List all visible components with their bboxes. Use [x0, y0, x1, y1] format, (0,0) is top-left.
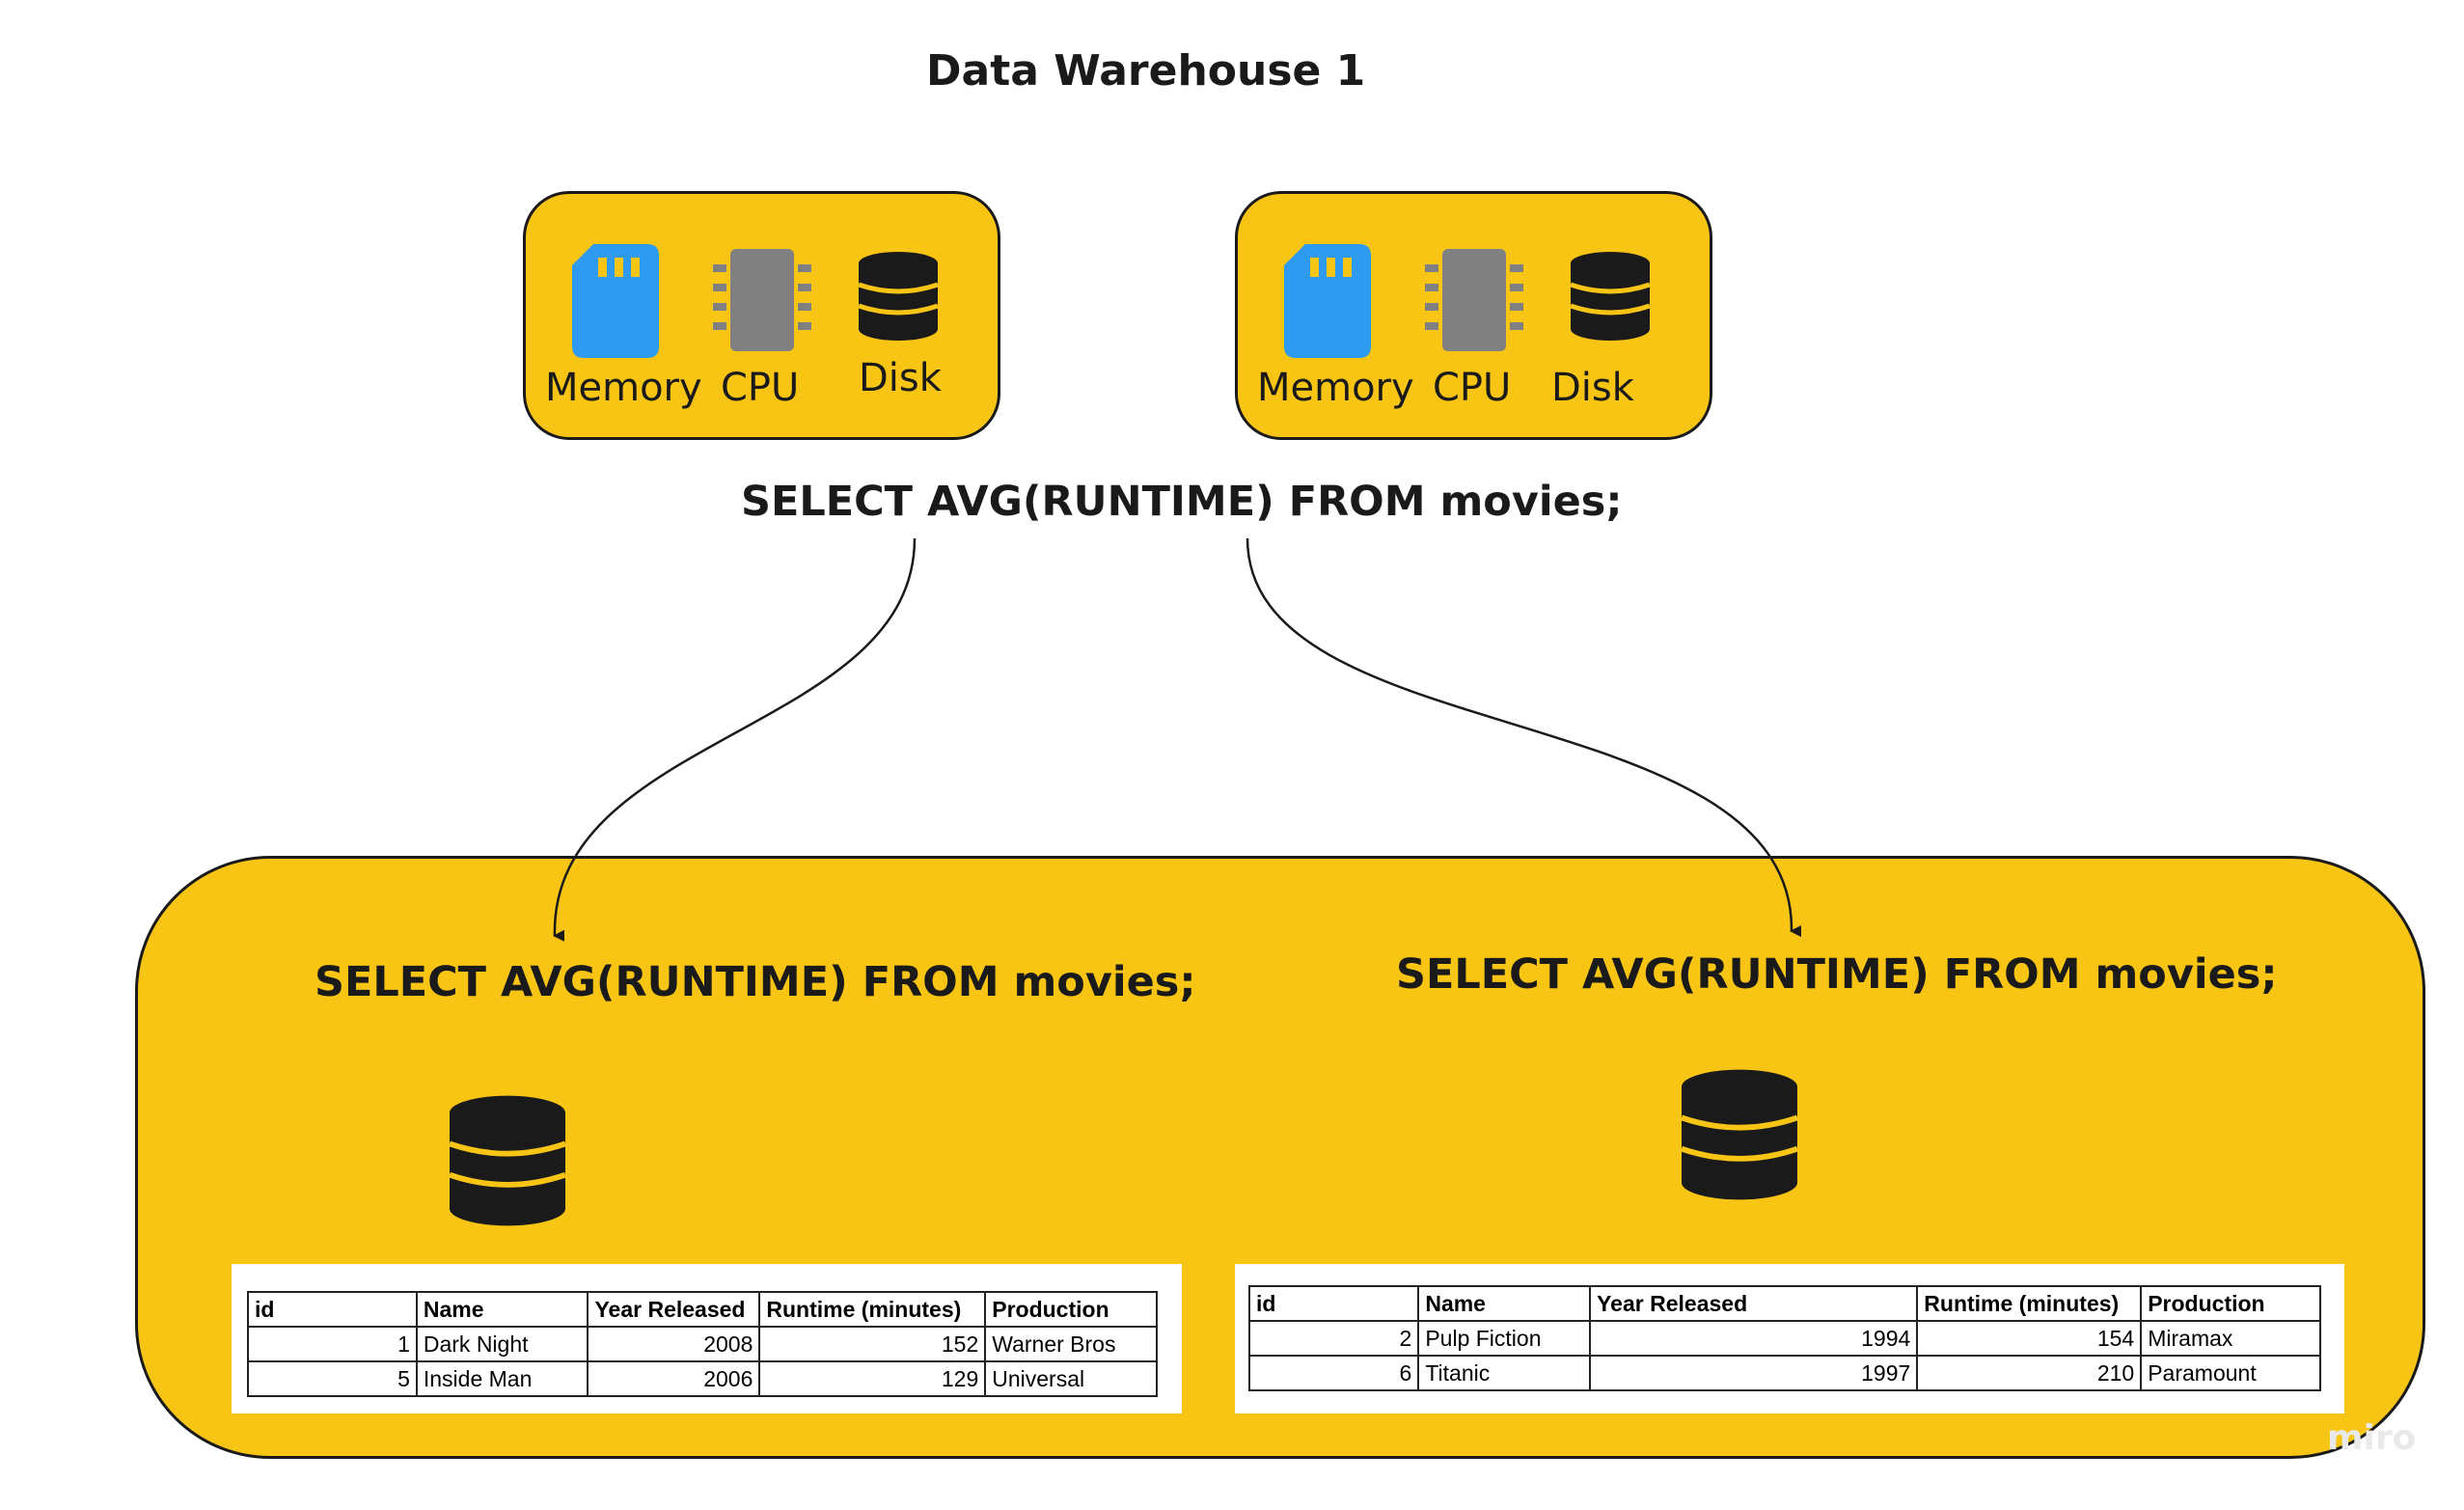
cpu-chip-icon	[713, 249, 811, 351]
partition-1-table: id Name Year Released Runtime (minutes) …	[247, 1291, 1158, 1397]
memory-label: Memory	[1257, 366, 1414, 410]
database-icon	[450, 1095, 565, 1226]
column-header: Year Released	[1589, 1285, 1919, 1322]
memory-label: Memory	[545, 366, 702, 410]
cell-production: Miramax	[2140, 1320, 2321, 1357]
column-header: Runtime (minutes)	[758, 1291, 987, 1328]
cell-year: 1994	[1589, 1320, 1919, 1357]
cell-production: Universal	[984, 1360, 1158, 1397]
arrow-to-partition-1	[553, 537, 917, 942]
database-icon	[1682, 1069, 1797, 1200]
cell-runtime: 129	[758, 1360, 987, 1397]
diagram-title: Data Warehouse 1	[926, 46, 1366, 96]
cell-name: Titanic	[1417, 1355, 1592, 1391]
cell-production: Paramount	[2140, 1355, 2321, 1391]
partition-1-sheet: id Name Year Released Runtime (minutes) …	[232, 1264, 1182, 1414]
main-query: SELECT AVG(RUNTIME) FROM movies;	[741, 478, 1623, 526]
cell-production: Warner Bros	[984, 1326, 1158, 1362]
cell-runtime: 152	[758, 1326, 987, 1362]
arrow-to-partition-2	[1246, 537, 1802, 938]
cpu-label: CPU	[721, 366, 800, 410]
partition-2-sheet: id Name Year Released Runtime (minutes) …	[1235, 1264, 2344, 1414]
cell-id: 5	[247, 1360, 418, 1397]
cell-name: Pulp Fiction	[1417, 1320, 1592, 1357]
miro-watermark: miro	[2327, 1418, 2417, 1458]
table-row: 1 Dark Night 2008 152 Warner Bros	[247, 1326, 1158, 1362]
cell-id: 2	[1247, 1320, 1420, 1357]
column-header: id	[1247, 1285, 1420, 1322]
column-header: Runtime (minutes)	[1916, 1285, 2143, 1322]
disk-label: Disk	[1551, 366, 1634, 410]
cell-name: Inside Man	[415, 1360, 589, 1397]
table-header-row: id Name Year Released Runtime (minutes) …	[1247, 1285, 2321, 1322]
cell-year: 2008	[587, 1326, 761, 1362]
cell-year: 2006	[587, 1360, 761, 1397]
partition-2-query: SELECT AVG(RUNTIME) FROM movies;	[1396, 950, 2278, 999]
memory-card-icon	[1284, 244, 1371, 358]
column-header: Production	[984, 1291, 1158, 1328]
cell-id: 6	[1247, 1355, 1420, 1391]
database-icon	[859, 252, 938, 341]
column-header: Production	[2140, 1285, 2321, 1322]
database-icon	[1571, 252, 1650, 341]
memory-card-icon	[572, 244, 659, 358]
table-header-row: id Name Year Released Runtime (minutes) …	[247, 1291, 1158, 1328]
column-header: id	[247, 1291, 418, 1328]
column-header: Year Released	[587, 1291, 761, 1328]
cell-year: 1997	[1589, 1355, 1919, 1391]
table-row: 6 Titanic 1997 210 Paramount	[1247, 1355, 2321, 1391]
disk-label: Disk	[859, 356, 942, 400]
cell-runtime: 210	[1916, 1355, 2143, 1391]
table-row: 5 Inside Man 2006 129 Universal	[247, 1360, 1158, 1397]
column-header: Name	[1417, 1285, 1592, 1322]
cell-id: 1	[247, 1326, 418, 1362]
compute-node-2[interactable]: Memory CPU Disk	[1235, 191, 1712, 440]
compute-node-1[interactable]: Memory CPU Disk	[523, 191, 1000, 440]
cell-runtime: 154	[1916, 1320, 2143, 1357]
cpu-chip-icon	[1425, 249, 1523, 351]
partition-1-query: SELECT AVG(RUNTIME) FROM movies;	[315, 958, 1196, 1006]
column-header: Name	[415, 1291, 589, 1328]
table-row: 2 Pulp Fiction 1994 154 Miramax	[1247, 1320, 2321, 1357]
cell-name: Dark Night	[415, 1326, 589, 1362]
partition-2-table: id Name Year Released Runtime (minutes) …	[1247, 1285, 2321, 1391]
cpu-label: CPU	[1433, 366, 1512, 410]
